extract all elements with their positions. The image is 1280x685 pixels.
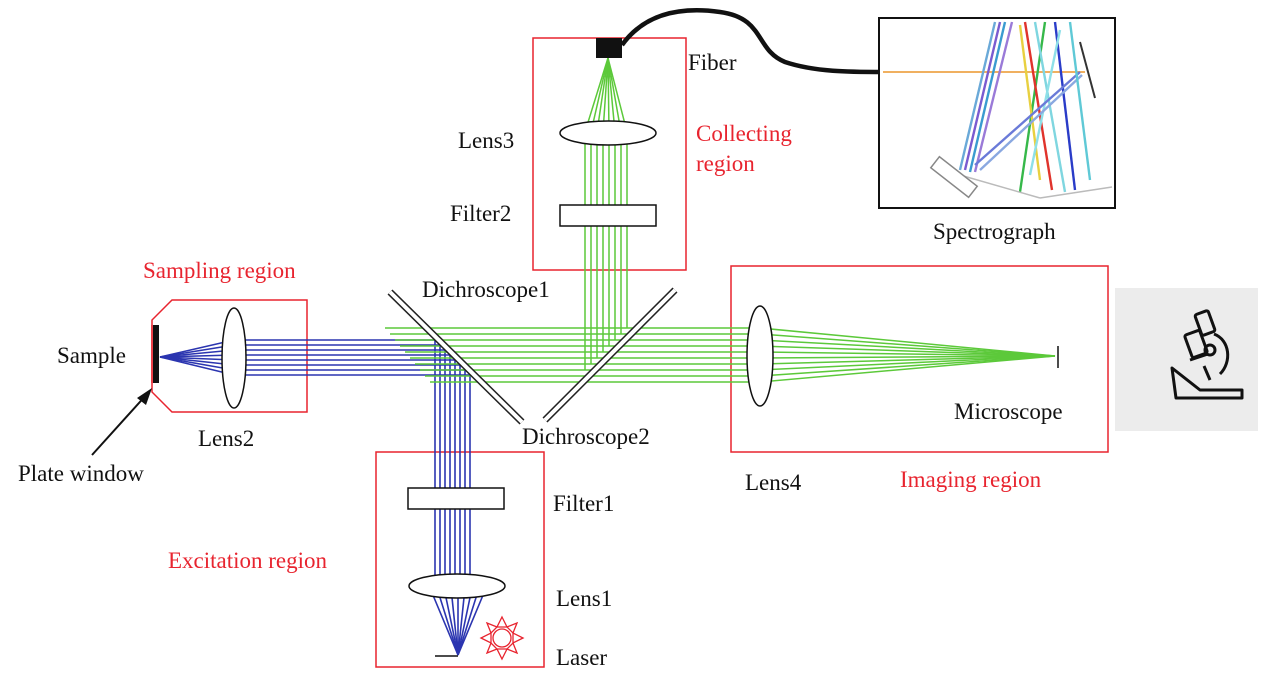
sample-plate-shape xyxy=(153,325,159,383)
sampling-region-label: Sampling region xyxy=(143,258,296,283)
lens4-label: Lens4 xyxy=(745,470,802,495)
dichroscope1-label: Dichroscope1 xyxy=(422,277,550,302)
lens4-shape xyxy=(746,305,774,407)
lens3-shape xyxy=(559,120,657,146)
lens1-label: Lens1 xyxy=(556,586,612,611)
plate-window-label: Plate window xyxy=(18,461,144,486)
emission-beam-vertical xyxy=(584,57,628,370)
laser-label: Laser xyxy=(556,645,607,670)
lens2-label: Lens2 xyxy=(198,426,254,451)
dichroscope2-label: Dichroscope2 xyxy=(522,424,650,449)
dichroscope1-mirror xyxy=(387,289,525,425)
excitation-beam-vertical xyxy=(429,340,487,656)
imaging-region-box xyxy=(730,265,1109,453)
filter1-label: Filter1 xyxy=(553,491,614,516)
sample-label: Sample xyxy=(57,343,126,368)
dichroscope2-mirror xyxy=(542,287,678,423)
sampling-region-box xyxy=(151,299,308,413)
collecting-region-label-line1: Collecting xyxy=(696,121,792,146)
lens3-label: Lens3 xyxy=(458,128,514,153)
excitation-region-label: Excitation region xyxy=(168,548,328,573)
spectrograph-inset xyxy=(878,17,1116,209)
spectrograph-label: Spectrograph xyxy=(933,219,1056,244)
plate-window-arrow xyxy=(91,388,152,456)
fiber-label: Fiber xyxy=(688,50,737,75)
microscope-panel xyxy=(1115,288,1258,431)
filter1-shape xyxy=(407,487,505,510)
collecting-region-label-line2: region xyxy=(696,151,755,176)
filter2-shape xyxy=(559,204,657,227)
microscope-icon xyxy=(1170,309,1244,400)
fiber-cable xyxy=(620,8,884,75)
lens1-shape xyxy=(408,573,506,599)
lens2-shape xyxy=(221,307,247,409)
fiber-head xyxy=(596,38,622,58)
laser-sun-icon xyxy=(479,615,525,661)
emission-beam-horizontal xyxy=(385,327,1056,383)
microscope-label: Microscope xyxy=(954,399,1063,424)
filter2-label: Filter2 xyxy=(450,201,511,226)
excitation-beam-horizontal xyxy=(159,339,470,376)
imaging-region-label: Imaging region xyxy=(900,467,1042,492)
